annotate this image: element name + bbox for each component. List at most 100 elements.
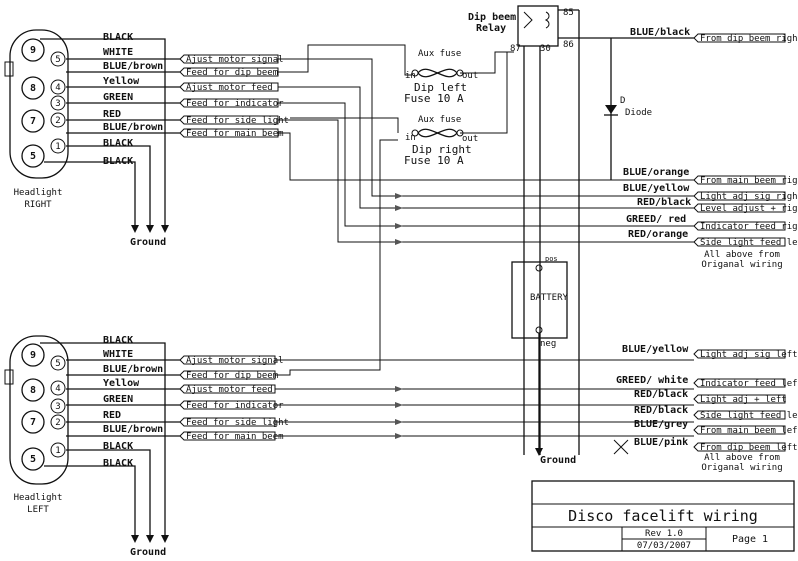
connector-color: BLUE/yellow [623,183,690,194]
ground-label: Ground [540,455,576,466]
relay-pin: 30 [540,44,551,54]
date: 07/03/2007 [637,541,691,551]
battery-label: BATTERY [530,293,569,303]
left-note: All above from [704,453,780,463]
right-routing [278,44,694,245]
connector-color: RED/black [634,389,688,400]
connector-dest: From main beem right [700,176,798,186]
cross-mark [613,439,629,455]
wire-label: Yellow [103,378,140,389]
pin-label: 2 [55,418,60,428]
headlight-right-feeds: Ajust motor signal Feed for dip beem Aju… [179,54,289,139]
pin-label: 8 [30,385,36,396]
connector-color: BLUE/yellow [622,344,689,355]
feed-tag: Feed for main beem [186,432,284,442]
connector-color: RED/black [637,197,691,208]
feed-tag: Feed for main beem [186,129,284,139]
wire-label: Yellow [103,76,140,87]
ground-label: Ground [130,547,166,558]
headlight-right-label: Headlight [14,188,63,198]
pin-label: 7 [30,116,36,127]
connector-dest: Light adj sig left [700,350,798,360]
revision: Rev 1.0 [645,529,683,539]
wire-label: WHITE [103,349,133,360]
fuse-in-label: in [405,133,416,143]
pin-label: 7 [30,417,36,428]
connector-dest: From dip beem right [700,34,798,44]
headlight-left-side: LEFT [27,505,49,515]
diode-letter: D [620,96,625,106]
pin-label: 3 [55,99,60,109]
fuse-rating: Fuse 10 A [404,92,464,105]
pin-label: 1 [55,446,60,456]
connector-dest: Indicator feed left [700,379,798,389]
right-side-connectors-top: From dip beem right BLUE/black From main… [623,27,798,270]
feed-tag: Feed for dip beem [186,68,278,78]
connector-dest: Side light feed left [700,411,798,421]
feed-tag: Ajust motor signal [186,55,284,65]
headlight-right-wires: BLACK WHITE BLUE/brown Yellow GREEN RED … [40,32,180,248]
feed-tag: Feed for dip beem [186,371,278,381]
feed-tag: Feed for indicator [186,401,284,411]
relay-pin: 87 [510,44,521,54]
pin-label: 5 [55,55,60,65]
fuse-name: Dip left [414,81,467,94]
right-note-2: Origanal wiring [701,260,782,270]
wire-label: BLUE/brown [103,424,163,435]
connector-color: GREED/ red [626,214,686,225]
battery-pos: pos [545,255,558,263]
feed-tag: Ajust motor signal [186,356,284,366]
fuse-dip-left: Aux fuse in out Dip left Fuse 10 A [404,49,478,105]
connector-color: BLUE/grey [634,419,688,430]
wire-label: BLACK [103,441,133,452]
fuse-routing [290,51,514,134]
feed-tag: Feed for side light [186,116,289,126]
feed-tag: Feed for indicator [186,99,284,109]
battery-neg: neg [540,339,556,349]
wire-label: WHITE [103,47,133,58]
relay-pin: 85 [563,8,574,18]
wire-label: BLACK [103,335,133,346]
pin-label: 4 [55,83,60,93]
fuse-out-label: out [462,71,478,81]
left-note-2: Origanal wiring [701,463,782,473]
connector-dest: Side light feed left [700,238,798,248]
left-routing [275,139,694,455]
connector-dest: From main beem left [700,426,798,436]
fuse-rating: Fuse 10 A [404,154,464,167]
connector-dest: Level adjust + right [700,204,798,214]
page-number: Page 1 [732,534,768,545]
fuse-name: Dip right [412,143,472,156]
pin-label: 8 [30,83,36,94]
diode-label: Diode [625,108,652,118]
pin-label: 9 [30,350,36,361]
feed-tag: Ajust motor feed [186,83,273,93]
wire-label: BLACK [103,458,133,469]
wire-label: BLUE/brown [103,122,163,133]
connector-color: BLUE/pink [634,436,688,448]
feed-tag: Ajust motor feed [186,385,273,395]
wire-label: GREEN [103,394,133,405]
wire-label: RED [103,410,121,421]
headlight-left-wires: BLACK WHITE BLUE/brown Yellow GREEN RED … [40,335,180,558]
connector-color: BLUE/black [630,27,690,38]
pin-label: 9 [30,45,36,56]
pin-label: 4 [55,384,60,394]
diagram-title: Disco facelift wiring [568,507,758,525]
pin-label: 2 [55,116,60,126]
headlight-right-body [9,29,69,179]
wire-label: BLACK [103,156,133,167]
battery: BATTERY pos neg Ground [511,255,576,466]
headlight-left-body [9,335,69,485]
dip-beem-relay: Dip beem Relay 85 87 30 86 [468,5,694,455]
diode: D Diode [604,38,652,180]
fuse-aux-label: Aux fuse [418,115,461,125]
connector-color: BLUE/orange [623,167,689,178]
fuse-aux-label: Aux fuse [418,49,461,59]
connector-color: GREED/ white [616,374,688,386]
connector-color: RED/orange [628,229,688,240]
wire-label: BLUE/brown [103,364,163,375]
wire-label: BLUE/brown [103,61,163,72]
wire-label: GREEN [103,92,133,103]
